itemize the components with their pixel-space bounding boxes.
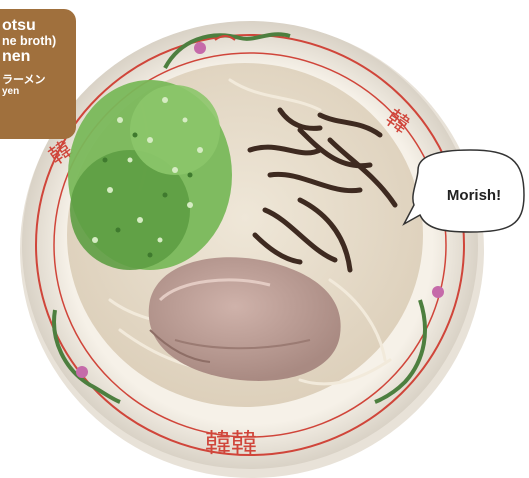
scallions: [68, 80, 232, 270]
wood-ear-mushrooms: [247, 107, 398, 273]
svg-text:韓韓: 韓韓: [205, 429, 257, 459]
menu-label-price: yen: [2, 86, 20, 97]
menu-label-japanese: ラーメン: [2, 73, 46, 86]
menu-label-dish: nen: [2, 48, 31, 65]
chashu-pork: [148, 257, 341, 381]
menu-label-name: otsu: [2, 17, 36, 34]
bowl-pattern-top: [163, 32, 291, 69]
bowl-outer-line: [35, 34, 465, 456]
menu-label-card: otsu ne broth) nen ラーメン yen: [0, 9, 76, 139]
bowl-pattern-bottom: 韓韓: [205, 429, 257, 459]
speech-bubble-text: Morish!: [446, 187, 502, 204]
speech-bubble-shape: [402, 149, 525, 233]
menu-label-description: ne broth): [2, 34, 57, 48]
bowl-inner-line: [53, 52, 447, 438]
